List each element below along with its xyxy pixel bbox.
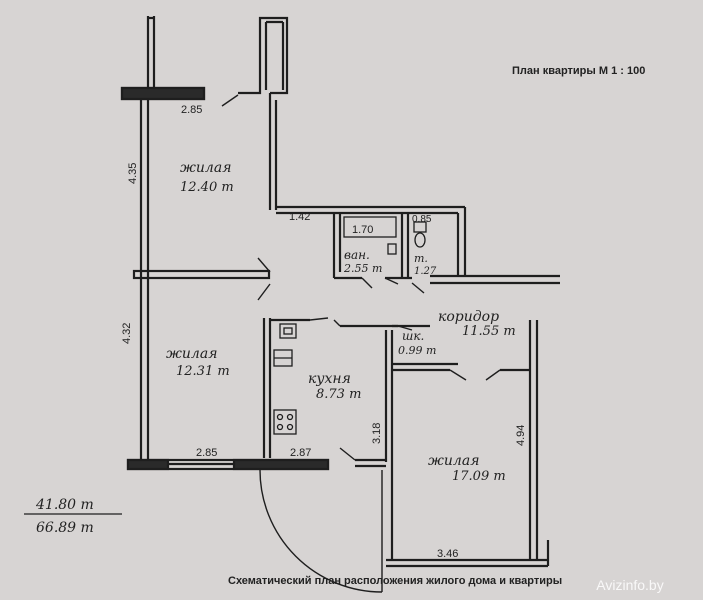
dim-room1-height: 4.35: [127, 163, 139, 184]
room-name-living-1: жилая: [180, 160, 231, 176]
room-name-living-3: жилая: [428, 453, 479, 469]
room-area-bath: 2.55 m: [343, 262, 382, 275]
room-labels: жилая 12.40 m жилая 12.31 m жилая 17.09 …: [166, 160, 516, 484]
dim-room3-width: 3.46: [437, 548, 458, 560]
sink-icon: [387, 243, 397, 255]
area-totals: 41.80 m 66.89 m: [24, 497, 122, 536]
room-name-wc: т.: [414, 252, 428, 265]
room-area-living-1: 12.40 m: [180, 180, 234, 195]
room-area-corridor: 11.55 m: [462, 324, 516, 339]
room-name-corridor: коридор: [438, 309, 499, 325]
room-name-living-2: жилая: [166, 346, 217, 362]
room-name-closet: шк.: [402, 329, 424, 343]
living-area-total: 41.80 m: [35, 497, 94, 513]
stove-icon: [273, 409, 297, 435]
footer-caption: Схематический план расположения жилого д…: [228, 575, 562, 587]
dim-balcony-width: 2.85: [181, 104, 202, 116]
room-area-wc: 1.27: [414, 266, 437, 277]
dim-kitchen-width: 2.87: [290, 447, 311, 459]
dim-bath-width: 1.70: [352, 224, 373, 236]
door-swings: [221, 94, 501, 593]
walls: [120, 16, 560, 568]
dim-room2-width: 2.85: [196, 447, 217, 459]
dim-room2-height: 4.32: [121, 323, 133, 344]
room-area-living-3: 17.09 m: [452, 469, 506, 484]
dimension-labels: 2.85 4.35 4.32 2.85 2.87 3.18 4.94 3.46 …: [121, 104, 527, 560]
room-area-closet: 0.99 m: [398, 344, 436, 357]
total-area: 66.89 m: [36, 520, 94, 536]
toilet-tank-icon: [413, 221, 427, 233]
dim-kitchen-height: 3.18: [371, 423, 383, 444]
dim-wc-width: 0.85: [412, 214, 432, 225]
cabinet-icon: [279, 323, 297, 339]
watermark: Avizinfo.by: [596, 577, 663, 593]
dim-corridor-stub: 1.42: [289, 211, 310, 223]
bathtub-icon: [343, 216, 397, 238]
room-name-kitchen: кухня: [308, 371, 351, 387]
room-name-bath: ван.: [344, 248, 370, 262]
toilet-icon: [414, 232, 426, 248]
room-area-living-2: 12.31 m: [176, 364, 230, 379]
plan-title: План квартиры М 1 : 100: [512, 65, 645, 77]
dim-room3-height: 4.94: [515, 425, 527, 446]
room-area-kitchen: 8.73 m: [316, 387, 361, 402]
fixtures: [273, 216, 427, 435]
